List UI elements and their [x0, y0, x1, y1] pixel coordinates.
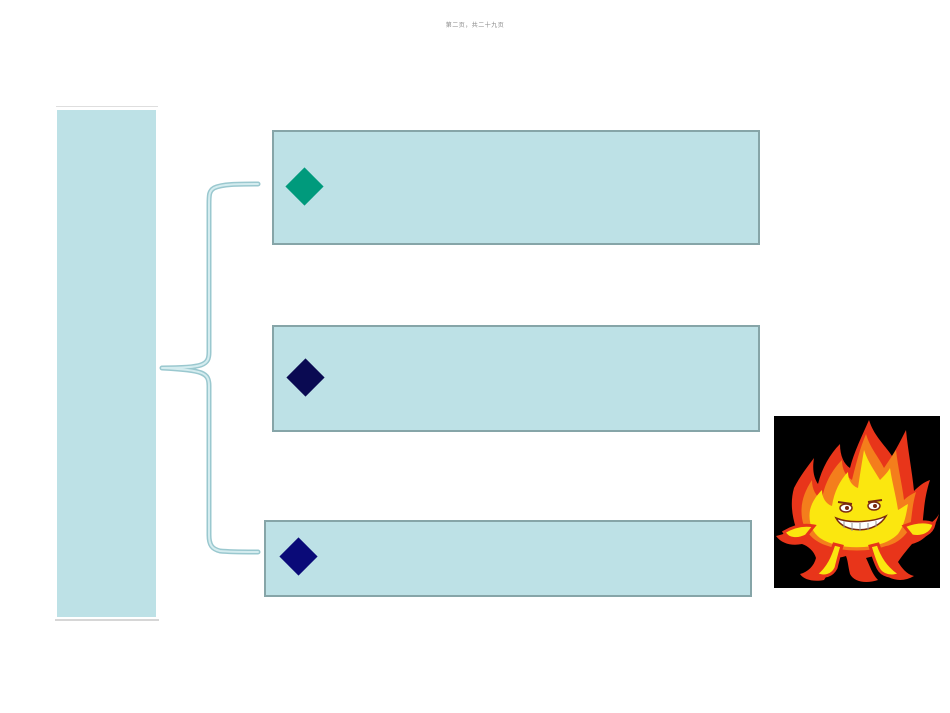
left-title-panel	[57, 110, 156, 617]
content-box-1	[272, 130, 760, 245]
fire-mascot-icon	[774, 416, 940, 588]
content-box-2	[272, 325, 760, 432]
content-box-3	[264, 520, 752, 597]
left-column-bottom-divider	[55, 619, 159, 621]
page-header: 第二页，共二十九页	[445, 22, 505, 29]
left-column-top-divider	[56, 106, 158, 107]
